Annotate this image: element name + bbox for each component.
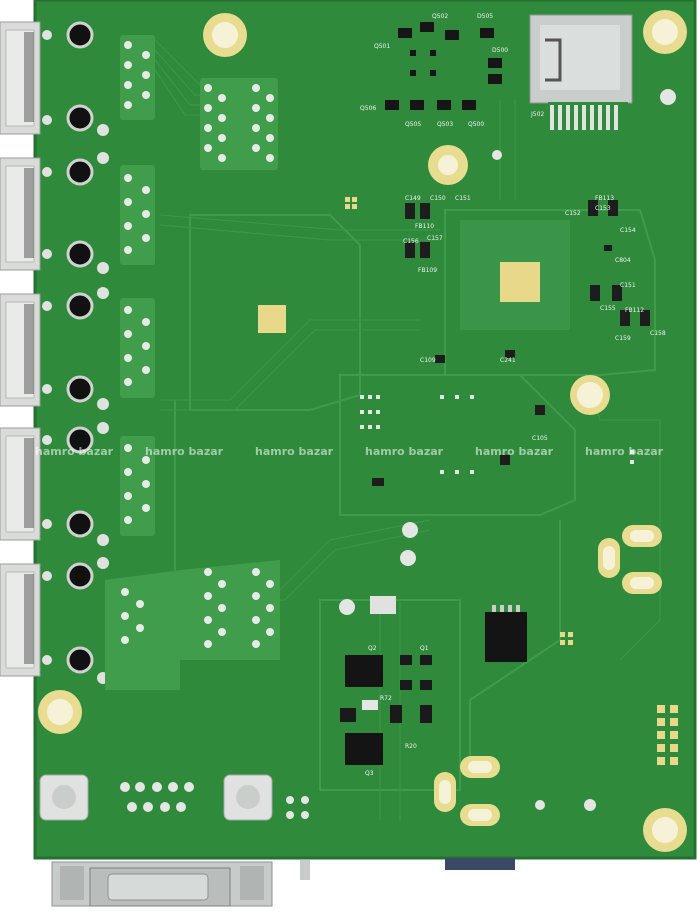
ethernet-port-4 (0, 427, 41, 541)
cpu-area (258, 200, 650, 486)
silk-c155: C155 (600, 305, 616, 312)
silk-q3: Q3 (365, 770, 374, 777)
silk-q1: Q1 (420, 645, 429, 652)
led-holes (66, 21, 94, 674)
pcb-board (33, 0, 697, 860)
watermark-text-5: hamro bazar (475, 445, 554, 458)
silk-c105: C105 (532, 435, 548, 442)
silk-c156: C156 (403, 238, 419, 245)
ethernet-port-3 (0, 293, 41, 407)
silk-q505: Q505 (405, 121, 421, 128)
silk-fb112: FB112 (625, 307, 644, 314)
microsd-slot (529, 14, 633, 132)
silk-c149: C149 (405, 195, 421, 202)
ethernet-port-2 (0, 157, 41, 271)
switch-area-pads (360, 395, 634, 474)
silk-q500: Q500 (468, 121, 484, 128)
silk-c157: C157 (427, 235, 443, 242)
silk-c804: C804 (615, 257, 631, 264)
silk-r20: R20 (405, 743, 417, 750)
watermark-text-2: hamro bazar (145, 445, 224, 458)
silk-q503: Q503 (437, 121, 453, 128)
silk-c158: C158 (650, 330, 666, 337)
silkscreen: Q501 Q502 D505 D500 J502 Q506 Q505 Q503 … (360, 13, 666, 777)
silk-d505: D505 (477, 13, 493, 20)
watermark-text-1: hamro bazar (35, 445, 114, 458)
silk-c154: C154 (620, 227, 636, 234)
silk-fb110: FB110 (415, 223, 434, 230)
silk-r72: R72 (380, 695, 392, 702)
smd-top (385, 22, 502, 110)
bottom-mount-pads (39, 774, 273, 821)
silk-c241: C241 (500, 357, 516, 364)
magnetics-pads (105, 35, 280, 690)
silk-c159: C159 (615, 335, 631, 342)
watermark-text-6: hamro bazar (585, 445, 664, 458)
silk-fb109: FB109 (418, 267, 437, 274)
silk-q502: Q502 (432, 13, 448, 20)
header-pads (345, 197, 678, 765)
ethernet-port-1 (0, 21, 41, 135)
silk-q506: Q506 (360, 105, 376, 112)
silk-q501: Q501 (374, 43, 390, 50)
serial-connector (51, 858, 515, 907)
watermark: hamro bazar hamro bazar hamro bazar hamr… (35, 445, 664, 458)
watermark-text-4: hamro bazar (365, 445, 444, 458)
silk-c109: C109 (420, 357, 436, 364)
vias (286, 89, 676, 819)
oval-slots (434, 525, 662, 826)
silk-fb113: FB113 (595, 195, 614, 202)
silk-q2: Q2 (368, 645, 377, 652)
ethernet-ports (0, 21, 41, 677)
silk-c152: C152 (565, 210, 581, 217)
silk-c151: C151 (455, 195, 471, 202)
power-section (340, 596, 527, 765)
ethernet-port-5 (0, 563, 41, 677)
silk-c153: C153 (595, 205, 611, 212)
silk-d500: D500 (492, 47, 508, 54)
watermark-text-3: hamro bazar (255, 445, 334, 458)
silk-c151b: C151 (620, 282, 636, 289)
silk-c150: C150 (430, 195, 446, 202)
silk-j502: J502 (530, 111, 544, 118)
mounting-holes (38, 10, 687, 852)
